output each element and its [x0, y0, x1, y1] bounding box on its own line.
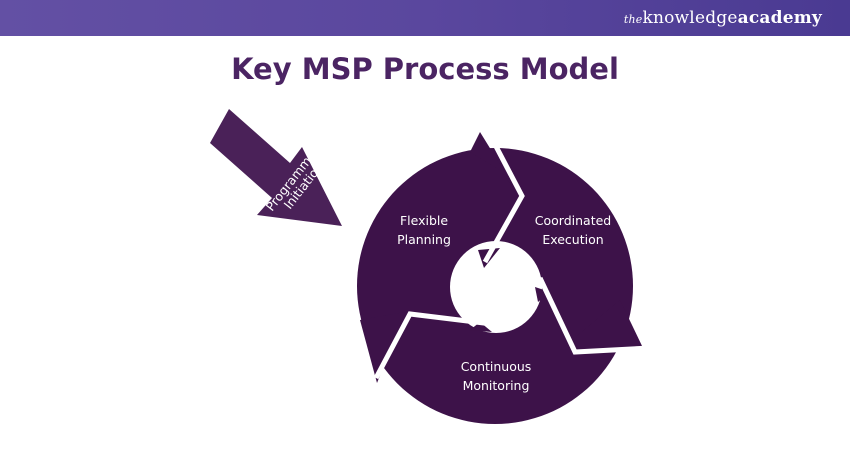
- stage-label-3a: Continuous: [461, 359, 532, 374]
- stage-label-3b: Monitoring: [463, 378, 530, 393]
- brand-main: knowledge: [642, 8, 738, 28]
- stage-label-2a: Coordinated: [535, 213, 611, 228]
- stage-label-1a: Flexible: [400, 213, 448, 228]
- planning-arrow-tip: [470, 132, 522, 200]
- cycle-separators: [373, 131, 651, 380]
- stage-label-2b: Execution: [542, 232, 603, 247]
- page-title: Key MSP Process Model: [231, 52, 619, 86]
- separator-right: [537, 276, 651, 355]
- cycle-disc: [357, 148, 633, 424]
- header-bar: theknowledgeacademy: [0, 0, 850, 36]
- execution-arrow-tip: [560, 300, 643, 350]
- brand-prefix: the: [623, 13, 643, 26]
- monitoring-inner-tip: [470, 322, 492, 332]
- cycle-ring: [357, 132, 643, 424]
- brand-suffix: academy: [737, 8, 822, 28]
- entry-arrow-shape: [210, 109, 342, 226]
- entry-arrow: Programme Initiation: [210, 109, 342, 226]
- stage-continuous-monitoring: Continuous Monitoring: [461, 359, 532, 393]
- monitoring-arrow-tip: [360, 312, 405, 383]
- stage-coordinated-execution: Coordinated Execution: [535, 213, 611, 247]
- stage-label-1b: Planning: [397, 232, 451, 247]
- separator-top: [482, 131, 525, 264]
- stage-flexible-planning: Flexible Planning: [397, 213, 451, 247]
- separator-left: [373, 311, 493, 380]
- brand-logo: theknowledgeacademy: [624, 8, 822, 28]
